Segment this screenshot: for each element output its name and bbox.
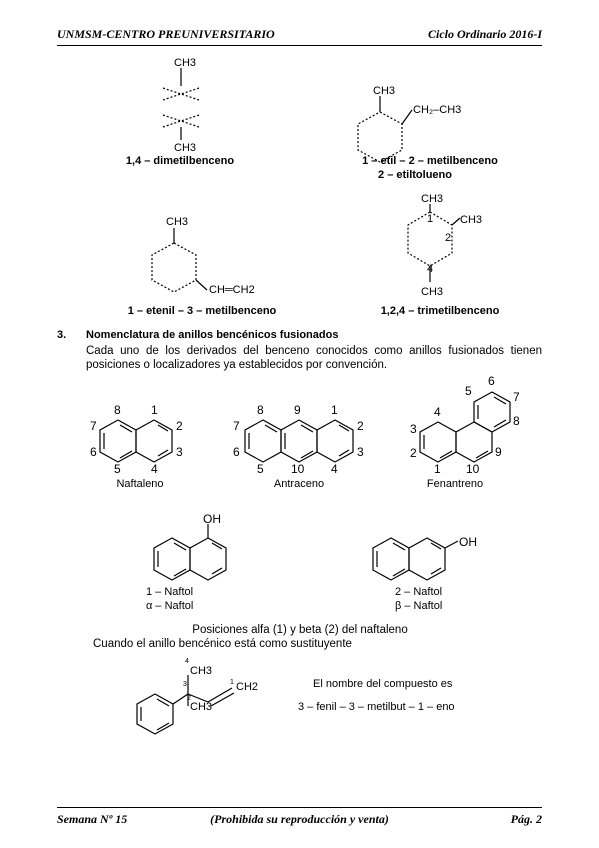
- naph-4: 4: [151, 462, 158, 476]
- anth-4: 4: [331, 462, 338, 476]
- anth-8: 8: [257, 403, 264, 417]
- ethylmethyl-ethyl: CH₂–CH3: [413, 104, 461, 116]
- positions-caption: Posiciones alfa (1) y beta (2) del nafta…: [192, 624, 408, 636]
- footer-page: Pág. 2: [510, 812, 542, 826]
- final-description: El nombre del compuesto es: [313, 678, 453, 690]
- naph-6: 6: [90, 445, 97, 459]
- phen-9: 9: [495, 445, 502, 459]
- anth-2: 2: [357, 419, 364, 433]
- naph-2: 2: [176, 419, 183, 433]
- naph-5: 5: [114, 462, 121, 476]
- anth-5: 5: [257, 462, 264, 476]
- anth-6: 6: [233, 445, 240, 459]
- fused-ring-locants: 8 1 2 3 4 5 6 7 8 9 1 2 3 4 10 5 6 7 5 6…: [90, 374, 520, 476]
- phenylmethylbutene-structure: [136, 675, 235, 735]
- phen-4: 4: [434, 405, 441, 419]
- final-ch2: CH2: [236, 681, 258, 693]
- phen-1: 1: [434, 462, 441, 476]
- section-paragraph: Cada uno de los derivados del benceno co…: [86, 345, 542, 371]
- section-number: 3.: [57, 329, 67, 341]
- substituent-caption: Cuando el anillo bencénico está como sus…: [93, 638, 352, 650]
- alpha-naphthol-name-2: α – Naftol: [146, 600, 194, 612]
- header-institution: UNMSM-CENTRO PREUNIVERSITARIO: [57, 27, 275, 41]
- anth-3: 3: [357, 445, 364, 459]
- phen-5: 5: [465, 384, 472, 398]
- trimethyl-pos-2: 2: [445, 232, 451, 244]
- page-header: UNMSM-CENTRO PREUNIVERSITARIO Ciclo Ordi…: [57, 27, 542, 43]
- phen-3: 3: [410, 422, 417, 436]
- alpha-oh: OH: [203, 512, 221, 526]
- alpha-naphthol-name-1: 1 – Naftol: [146, 586, 194, 598]
- footer-week: Semana Nº 15: [57, 812, 128, 826]
- ethenylmethylbenzene-structure: [151, 228, 208, 293]
- naphthol-labels: OH OH: [203, 512, 477, 549]
- anth-10: 10: [291, 462, 305, 476]
- naph-8: 8: [114, 403, 121, 417]
- anth-1: 1: [331, 403, 338, 417]
- trimethyl-ch3-b: CH3: [460, 214, 482, 226]
- vinyl-ch3: CH3: [166, 216, 188, 228]
- beta-oh: OH: [459, 535, 477, 549]
- ethylmethylbenzene-structure: [357, 96, 413, 163]
- final-ch3-bottom: CH3: [190, 701, 212, 713]
- final-compound-name: 3 – fenil – 3 – metilbut – 1 – eno: [298, 701, 455, 713]
- ethylmethylbenzene-name: 1 – etil – 2 – metilbenceno: [362, 155, 498, 167]
- phen-10: 10: [466, 462, 480, 476]
- naphthalene-structure: [99, 419, 173, 463]
- header-rule: [57, 45, 542, 46]
- ethylmethyl-ch3: CH3: [373, 85, 395, 97]
- anth-7: 7: [233, 419, 240, 433]
- header-cycle: Ciclo Ordinario 2016-I: [427, 27, 542, 41]
- dimethylbenzene-structure: [162, 68, 200, 140]
- naph-3: 3: [176, 445, 183, 459]
- dimethylbenzene-name: 1,4 – dimetilbenceno: [125, 155, 235, 167]
- trimethyl-ch3-c: CH3: [421, 286, 443, 298]
- anth-9: 9: [294, 403, 301, 417]
- phen-6: 6: [488, 374, 495, 388]
- final-ch3-top: CH3: [190, 665, 212, 677]
- naph-1: 1: [151, 403, 158, 417]
- dimethyl-ch3-top: CH3: [174, 57, 196, 69]
- trimethyl-pos-4: 4: [427, 263, 433, 275]
- naph-7: 7: [90, 419, 97, 433]
- beta-naphthol-name-2: β – Naftol: [395, 600, 443, 612]
- phenanthrene-structure: [419, 391, 511, 463]
- anthracene-structure: [244, 419, 354, 463]
- vinyl-group: CH═CH2: [209, 284, 255, 296]
- beta-naphthol-structure: [372, 537, 459, 581]
- trimethylbenzene-name: 1,2,4 – trimetilbenceno: [380, 305, 500, 317]
- substituent-labels: CH3 CH3 CH2 4 3 2 1: [183, 658, 258, 713]
- ethenylmethylbenzene-name: 1 – etenil – 3 – metilbenceno: [127, 305, 277, 317]
- phenanthrene-name: Fenantreno: [426, 478, 484, 490]
- alpha-naphthol-structure: [153, 524, 227, 581]
- trimethyl-ch3-a: CH3: [421, 193, 443, 205]
- section-title: Nomenclatura de anillos bencénicos fusio…: [86, 329, 339, 341]
- beta-naphthol-name-1: 2 – Naftol: [395, 586, 443, 598]
- footer-notice: (Prohibida su reproducción y venta): [210, 812, 389, 826]
- dimethyl-ch3-bottom: CH3: [174, 142, 196, 154]
- phen-8: 8: [513, 414, 520, 428]
- page-footer: Semana Nº 15 (Prohibida su reproducción …: [57, 812, 542, 828]
- phen-2: 2: [410, 446, 417, 460]
- final-pos-3: 3: [183, 681, 187, 688]
- trimethyl-pos-1: 1: [427, 213, 433, 225]
- final-pos-2: 2: [187, 695, 191, 702]
- trimethylbenzene-structure: [407, 204, 461, 282]
- phen-7: 7: [513, 390, 520, 404]
- ethyltoluene-name: 2 – etiltolueno: [378, 169, 452, 181]
- anthracene-name: Antraceno: [273, 478, 325, 490]
- naphthalene-name: Naftaleno: [116, 478, 164, 490]
- final-pos-4: 4: [185, 658, 189, 665]
- footer-rule: [57, 807, 542, 808]
- final-pos-1: 1: [230, 679, 234, 686]
- structure-labels: CH3 CH3 CH3 CH₂–CH3 CH3 CH═CH2 CH3 CH3 C…: [166, 57, 482, 298]
